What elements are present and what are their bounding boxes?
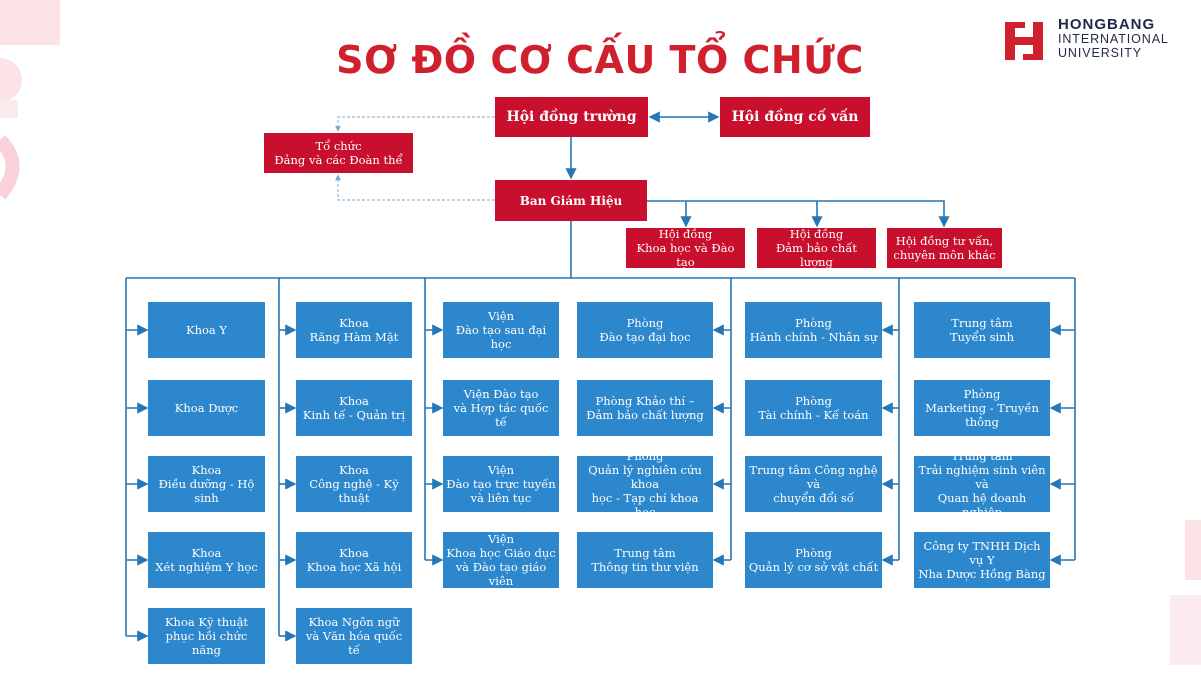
corner-pattern-decoration bbox=[1170, 520, 1201, 665]
unit-box: Viện Đào tạo và Hợp tác quốc tế bbox=[443, 380, 559, 436]
page-title: SƠ ĐỒ CƠ CẤU TỔ CHỨC bbox=[336, 38, 864, 82]
sub-council-box: Hội đồng Đảm bảo chất lượng bbox=[757, 227, 876, 269]
unit-box: Công ty TNHH Dịch vụ Y Nha Dược Hồng Bàn… bbox=[914, 532, 1050, 588]
sub-council-box: Hội đồng Khoa học và Đào tạo bbox=[626, 227, 745, 269]
unit-box: Khoa Y bbox=[148, 302, 265, 358]
unit-box: Viện Đào tạo trực tuyến và liên tục bbox=[443, 456, 559, 512]
unit-box: Trung tâm Tuyển sinh bbox=[914, 302, 1050, 358]
unit-box: Viện Đào tạo sau đại học bbox=[443, 302, 559, 358]
school-council-box: Hội đồng trường bbox=[495, 97, 648, 137]
board-of-rectors-box: Ban Giám Hiệu bbox=[495, 180, 647, 221]
unit-box: Khoa Khoa học Xã hội bbox=[296, 532, 412, 588]
unit-box: Phòng Quản lý cơ sở vật chất bbox=[745, 532, 882, 588]
unit-box: Phòng Đào tạo đại học bbox=[577, 302, 713, 358]
party-organizations-box: Tổ chức Đảng và các Đoàn thể bbox=[264, 133, 413, 173]
unit-box: Phòng Marketing - Truyền thông bbox=[914, 380, 1050, 436]
logo-line-2: INTERNATIONAL bbox=[1058, 32, 1169, 46]
sub-council-box: Hội đồng tư vấn, chuyên môn khác bbox=[887, 228, 1002, 268]
unit-box: Khoa Dược bbox=[148, 380, 265, 436]
unit-box: Phòng Tài chính - Kế toán bbox=[745, 380, 882, 436]
unit-box: Phòng Khảo thí – Đảm bảo chất lượng bbox=[577, 380, 713, 436]
unit-box: Khoa Xét nghiệm Y học bbox=[148, 532, 265, 588]
unit-box: Khoa Điều dưỡng - Hộ sinh bbox=[148, 456, 265, 512]
university-name: HONGBANG INTERNATIONAL UNIVERSITY bbox=[1058, 16, 1169, 60]
unit-box: Khoa Kỹ thuật phục hồi chức năng bbox=[148, 608, 265, 664]
logo-line-1: HONGBANG bbox=[1058, 16, 1156, 33]
university-logo-icon bbox=[1005, 22, 1043, 60]
logo-line-3: UNIVERSITY bbox=[1058, 46, 1143, 60]
unit-box: Phòng Quản lý nghiên cứu khoa học - Tạp … bbox=[577, 449, 713, 519]
unit-box: Khoa Răng Hàm Mặt bbox=[296, 302, 412, 358]
unit-box: Phòng Hành chính - Nhân sự bbox=[745, 302, 882, 358]
advisory-council-box: Hội đồng cố vấn bbox=[720, 97, 870, 137]
unit-box: Khoa Công nghệ - Kỹ thuật bbox=[296, 456, 412, 512]
unit-box: Viện Khoa học Giáo dục và Đào tạo giáo v… bbox=[443, 532, 559, 588]
unit-box: Khoa Ngôn ngữ và Văn hóa quốc tế bbox=[296, 608, 412, 664]
unit-box: Trung tâm Công nghệ và chuyển đổi số bbox=[745, 456, 882, 512]
unit-box: Trung tâm Thông tin thư viện bbox=[577, 532, 713, 588]
unit-box: Khoa Kinh tế - Quản trị bbox=[296, 380, 412, 436]
corner-pattern-decoration bbox=[0, 0, 60, 200]
unit-box: Trung tâm Trải nghiệm sinh viên và Quan … bbox=[914, 449, 1050, 519]
